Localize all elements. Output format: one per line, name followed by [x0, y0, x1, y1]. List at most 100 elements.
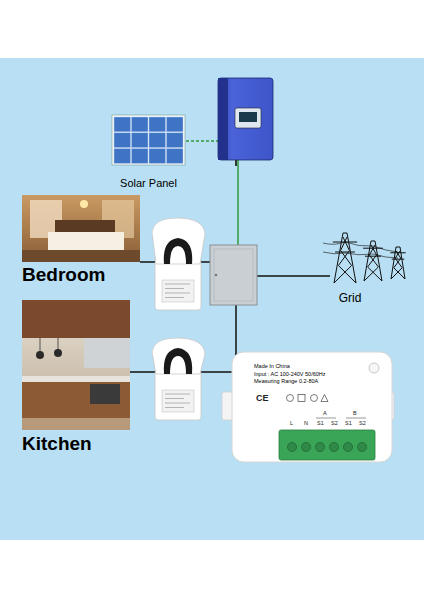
solar-cell [149, 117, 166, 132]
inverter-lcd [239, 112, 257, 122]
cert-mark: CE [256, 394, 269, 403]
cert-symbol [298, 395, 305, 402]
sticker-print [165, 284, 190, 285]
solar-cell [167, 117, 184, 132]
kitchen-photo [22, 300, 130, 430]
solar-cell [167, 149, 184, 164]
ct-clamp [152, 218, 205, 310]
room-node: Kitchen [22, 300, 130, 430]
clamp-sticker [162, 390, 194, 412]
terminal-label: S2 [359, 421, 366, 427]
solar-panel-node: Solar Panel [112, 115, 185, 167]
terminal-screw [288, 443, 297, 452]
distribution-box [210, 245, 257, 305]
terminal-label: S2 [331, 421, 338, 427]
pylon-frame [363, 241, 383, 281]
photo-lamp [80, 200, 88, 208]
grid-towers [323, 233, 406, 283]
photo-pendant [54, 349, 62, 357]
room-node: Bedroom [22, 195, 140, 262]
clamp-body [155, 370, 201, 420]
node-text: Measuring Range 0.2-80A [254, 378, 374, 384]
cert-symbol [287, 395, 294, 402]
solar-cell [132, 117, 149, 132]
ac-wire [237, 160, 239, 246]
clamp-jaw [152, 218, 205, 264]
terminal-label: S1 [345, 421, 352, 427]
photo-hood [84, 338, 130, 368]
clamp-core [164, 348, 192, 374]
node-text: Grid [322, 292, 378, 305]
ct-clamp [152, 338, 205, 420]
sticker-print [165, 394, 190, 395]
inverter [218, 78, 273, 166]
terminal-label: B [353, 411, 357, 417]
solar-cell [149, 133, 166, 148]
cert-symbol [321, 395, 328, 402]
sticker-print [165, 407, 184, 408]
terminal-screw [302, 443, 311, 452]
photo-headboard [55, 220, 115, 234]
terminal-screw [344, 443, 353, 452]
photo-counter [22, 376, 130, 382]
terminal-label: A [323, 411, 327, 417]
solar-cell [114, 133, 131, 148]
pylon [333, 233, 357, 283]
pylon [363, 241, 383, 281]
sticker-print [165, 403, 190, 404]
terminal-label: N [304, 421, 308, 427]
module-case [232, 352, 392, 462]
terminal-label: S1 [317, 421, 324, 427]
terminal-screw [330, 443, 339, 452]
inverter-cable [235, 160, 237, 166]
pair-bracket [316, 418, 336, 419]
photo-oven [90, 384, 120, 404]
solar-cell [132, 149, 149, 164]
reset-button [369, 363, 379, 373]
clamp-body [155, 260, 201, 310]
meter-node: Made In ChinaInput : AC 100-240V 50/60Hz… [232, 352, 392, 462]
clamp-jaw [152, 338, 205, 374]
inverter-screen [235, 108, 261, 128]
photo-wall [22, 195, 140, 262]
solar-cell [132, 133, 149, 148]
meter-module [222, 352, 394, 462]
node-text: Bedroom [22, 265, 140, 286]
inverter-body [218, 78, 273, 160]
terminal-block [279, 430, 375, 460]
cert-symbol [311, 395, 318, 402]
solar-cell [149, 149, 166, 164]
panel-frame [112, 115, 185, 165]
photo-floor [22, 250, 140, 262]
bedroom-photo [22, 195, 140, 262]
background-panel [0, 58, 424, 540]
solar-panel-icon [112, 115, 185, 165]
clamp-core [164, 238, 192, 264]
power-lines [323, 242, 398, 258]
clamp-sticker [162, 280, 194, 302]
sticker-print [165, 293, 190, 294]
ct-clamps [152, 218, 205, 420]
pair-bracket [346, 418, 366, 419]
node-text: Solar Panel [104, 177, 193, 189]
sticker-print [165, 288, 184, 289]
dc-wire [186, 140, 218, 142]
photo-wall [22, 300, 130, 430]
terminal-screw [316, 443, 325, 452]
photo-floor [22, 418, 130, 430]
terminal-screws [288, 443, 367, 452]
sticker-print [165, 398, 184, 399]
terminal-screw [358, 443, 367, 452]
photo-bed [48, 232, 124, 250]
photo-pendant-cord [58, 338, 59, 350]
node-text: Input : AC 100-240V 50/60Hz [254, 371, 374, 377]
solar-cell [167, 133, 184, 148]
solar-cell [114, 117, 131, 132]
solar-cell [114, 149, 131, 164]
box-latch [215, 274, 218, 277]
node-text: Kitchen [22, 434, 130, 455]
photo-pendant-cord [40, 338, 41, 352]
node-text: Made In China [254, 363, 374, 369]
terminal-label: L [290, 421, 293, 427]
